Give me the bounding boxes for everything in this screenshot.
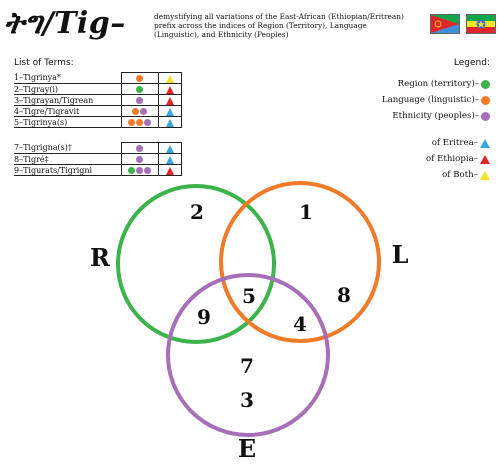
term-label: 7–Tigrigna(s)† <box>14 142 122 154</box>
ethnicity-dot-icon <box>136 167 144 174</box>
legend-eritrea-label: of Eritrea– <box>431 138 478 148</box>
ethiopia-triangle-icon <box>480 154 490 164</box>
language-only-number: 1 <box>299 200 313 224</box>
term-label: 4–Tigre/Tigravit <box>14 105 122 117</box>
legend-heading: Legend: <box>453 58 490 68</box>
term-country-marker <box>157 142 183 154</box>
term-country-marker <box>157 116 183 128</box>
eritrea-triangle-icon <box>165 144 174 153</box>
page-title: ትግ/Tig– <box>4 6 126 41</box>
legend-language-label: Language (linguistic)– <box>381 95 479 105</box>
eritrea-triangle-icon <box>165 118 174 127</box>
region-ethnicity-number: 9 <box>197 305 211 329</box>
term-row: 9–Tigurats/Tigrigni <box>14 164 183 176</box>
ethnicity-circle <box>166 273 330 437</box>
language-circle <box>219 181 381 343</box>
region-circle <box>116 184 276 344</box>
language-set-label: L <box>392 240 409 269</box>
ethnicity-set-label: E <box>238 434 256 463</box>
ethiopia-flag <box>466 14 496 34</box>
term-label: 3–Tigrayan/Tigrean <box>14 94 122 106</box>
ethnicity-dot-icon <box>144 167 152 174</box>
language-dot-icon <box>136 75 144 82</box>
language-dot-icon <box>481 95 490 105</box>
term-row: 7–Tigrigna(s)† <box>14 142 183 154</box>
legend-both: of Both– <box>442 170 490 180</box>
ethnicity-dot-icon <box>136 97 144 104</box>
region-dot-icon <box>128 167 136 174</box>
ethnicity-only-number-bottom: 3 <box>240 388 254 412</box>
list-heading: List of Terms: <box>14 58 74 68</box>
legend-ethiopia: of Ethiopia– <box>426 154 490 164</box>
ethiopia-triangle-icon <box>165 166 174 175</box>
flags <box>430 14 496 34</box>
legend-region-label: Region (territory)– <box>397 79 479 89</box>
legend-ethiopia-label: of Ethiopia– <box>426 154 478 164</box>
eritrea-flag <box>430 14 460 34</box>
term-category-dots <box>120 164 159 176</box>
ethnicity-only-number-top: 7 <box>240 354 254 378</box>
ethnicity-dot-icon <box>140 108 148 115</box>
ethnicity-dot-icon <box>144 119 152 126</box>
both-triangle-icon <box>480 170 490 180</box>
ethnicity-dot-icon <box>136 145 144 152</box>
language-region-number: 8 <box>337 283 351 307</box>
language-ethnicity-number: 4 <box>293 312 307 336</box>
region-only-number: 2 <box>190 200 204 224</box>
term-label: 9–Tigurats/Tigrigni <box>14 164 122 176</box>
region-dot-icon <box>481 79 490 89</box>
ethnicity-dot-icon <box>481 111 490 121</box>
language-dot-icon <box>132 108 140 115</box>
ethiopia-triangle-icon <box>165 85 174 94</box>
term-country-marker <box>157 164 183 176</box>
term-label: 5–Tigrinya(s) <box>14 116 122 128</box>
legend-ethnicity: Ethnicity (peoples)– <box>392 111 490 121</box>
ethiopia-triangle-icon <box>165 96 174 105</box>
terms-table-group-2: 7–Tigrigna(s)†8–Tigré‡9–Tigurats/Tigrign… <box>14 142 183 176</box>
language-dot-icon <box>128 119 136 126</box>
both-triangle-icon <box>165 74 174 83</box>
term-label: 1–Tigrinya* <box>14 72 122 84</box>
term-row: 5–Tigrinya(s) <box>14 116 183 128</box>
legend-language: Language (linguistic)– <box>382 95 490 105</box>
term-row: 4–Tigre/Tigravit <box>14 105 183 117</box>
eritrea-triangle-icon <box>480 138 490 148</box>
page-subtitle: demystifying all variations of the East-… <box>154 12 404 39</box>
legend-both-label: of Both– <box>442 170 478 180</box>
region-set-label: R <box>90 243 111 272</box>
legend-region: Region (territory)– <box>398 79 490 89</box>
term-label: 8–Tigré‡ <box>14 153 122 165</box>
legend-ethnicity-label: Ethnicity (peoples)– <box>392 111 479 121</box>
term-label: 2–Tigray(i) <box>14 83 122 95</box>
language-dot-icon <box>136 119 144 126</box>
ethnicity-dot-icon <box>136 156 144 163</box>
term-row: 8–Tigré‡ <box>14 153 183 165</box>
legend-eritrea: of Eritrea– <box>432 138 490 148</box>
eritrea-triangle-icon <box>165 107 174 116</box>
eritrea-triangle-icon <box>165 155 174 164</box>
all-three-number: 5 <box>242 284 256 308</box>
term-row: 1–Tigrinya* <box>14 72 183 84</box>
terms-table-group-1: 1–Tigrinya*2–Tigray(i)3–Tigrayan/Tigrean… <box>14 72 183 128</box>
region-dot-icon <box>136 86 144 93</box>
term-country-marker <box>157 72 183 84</box>
